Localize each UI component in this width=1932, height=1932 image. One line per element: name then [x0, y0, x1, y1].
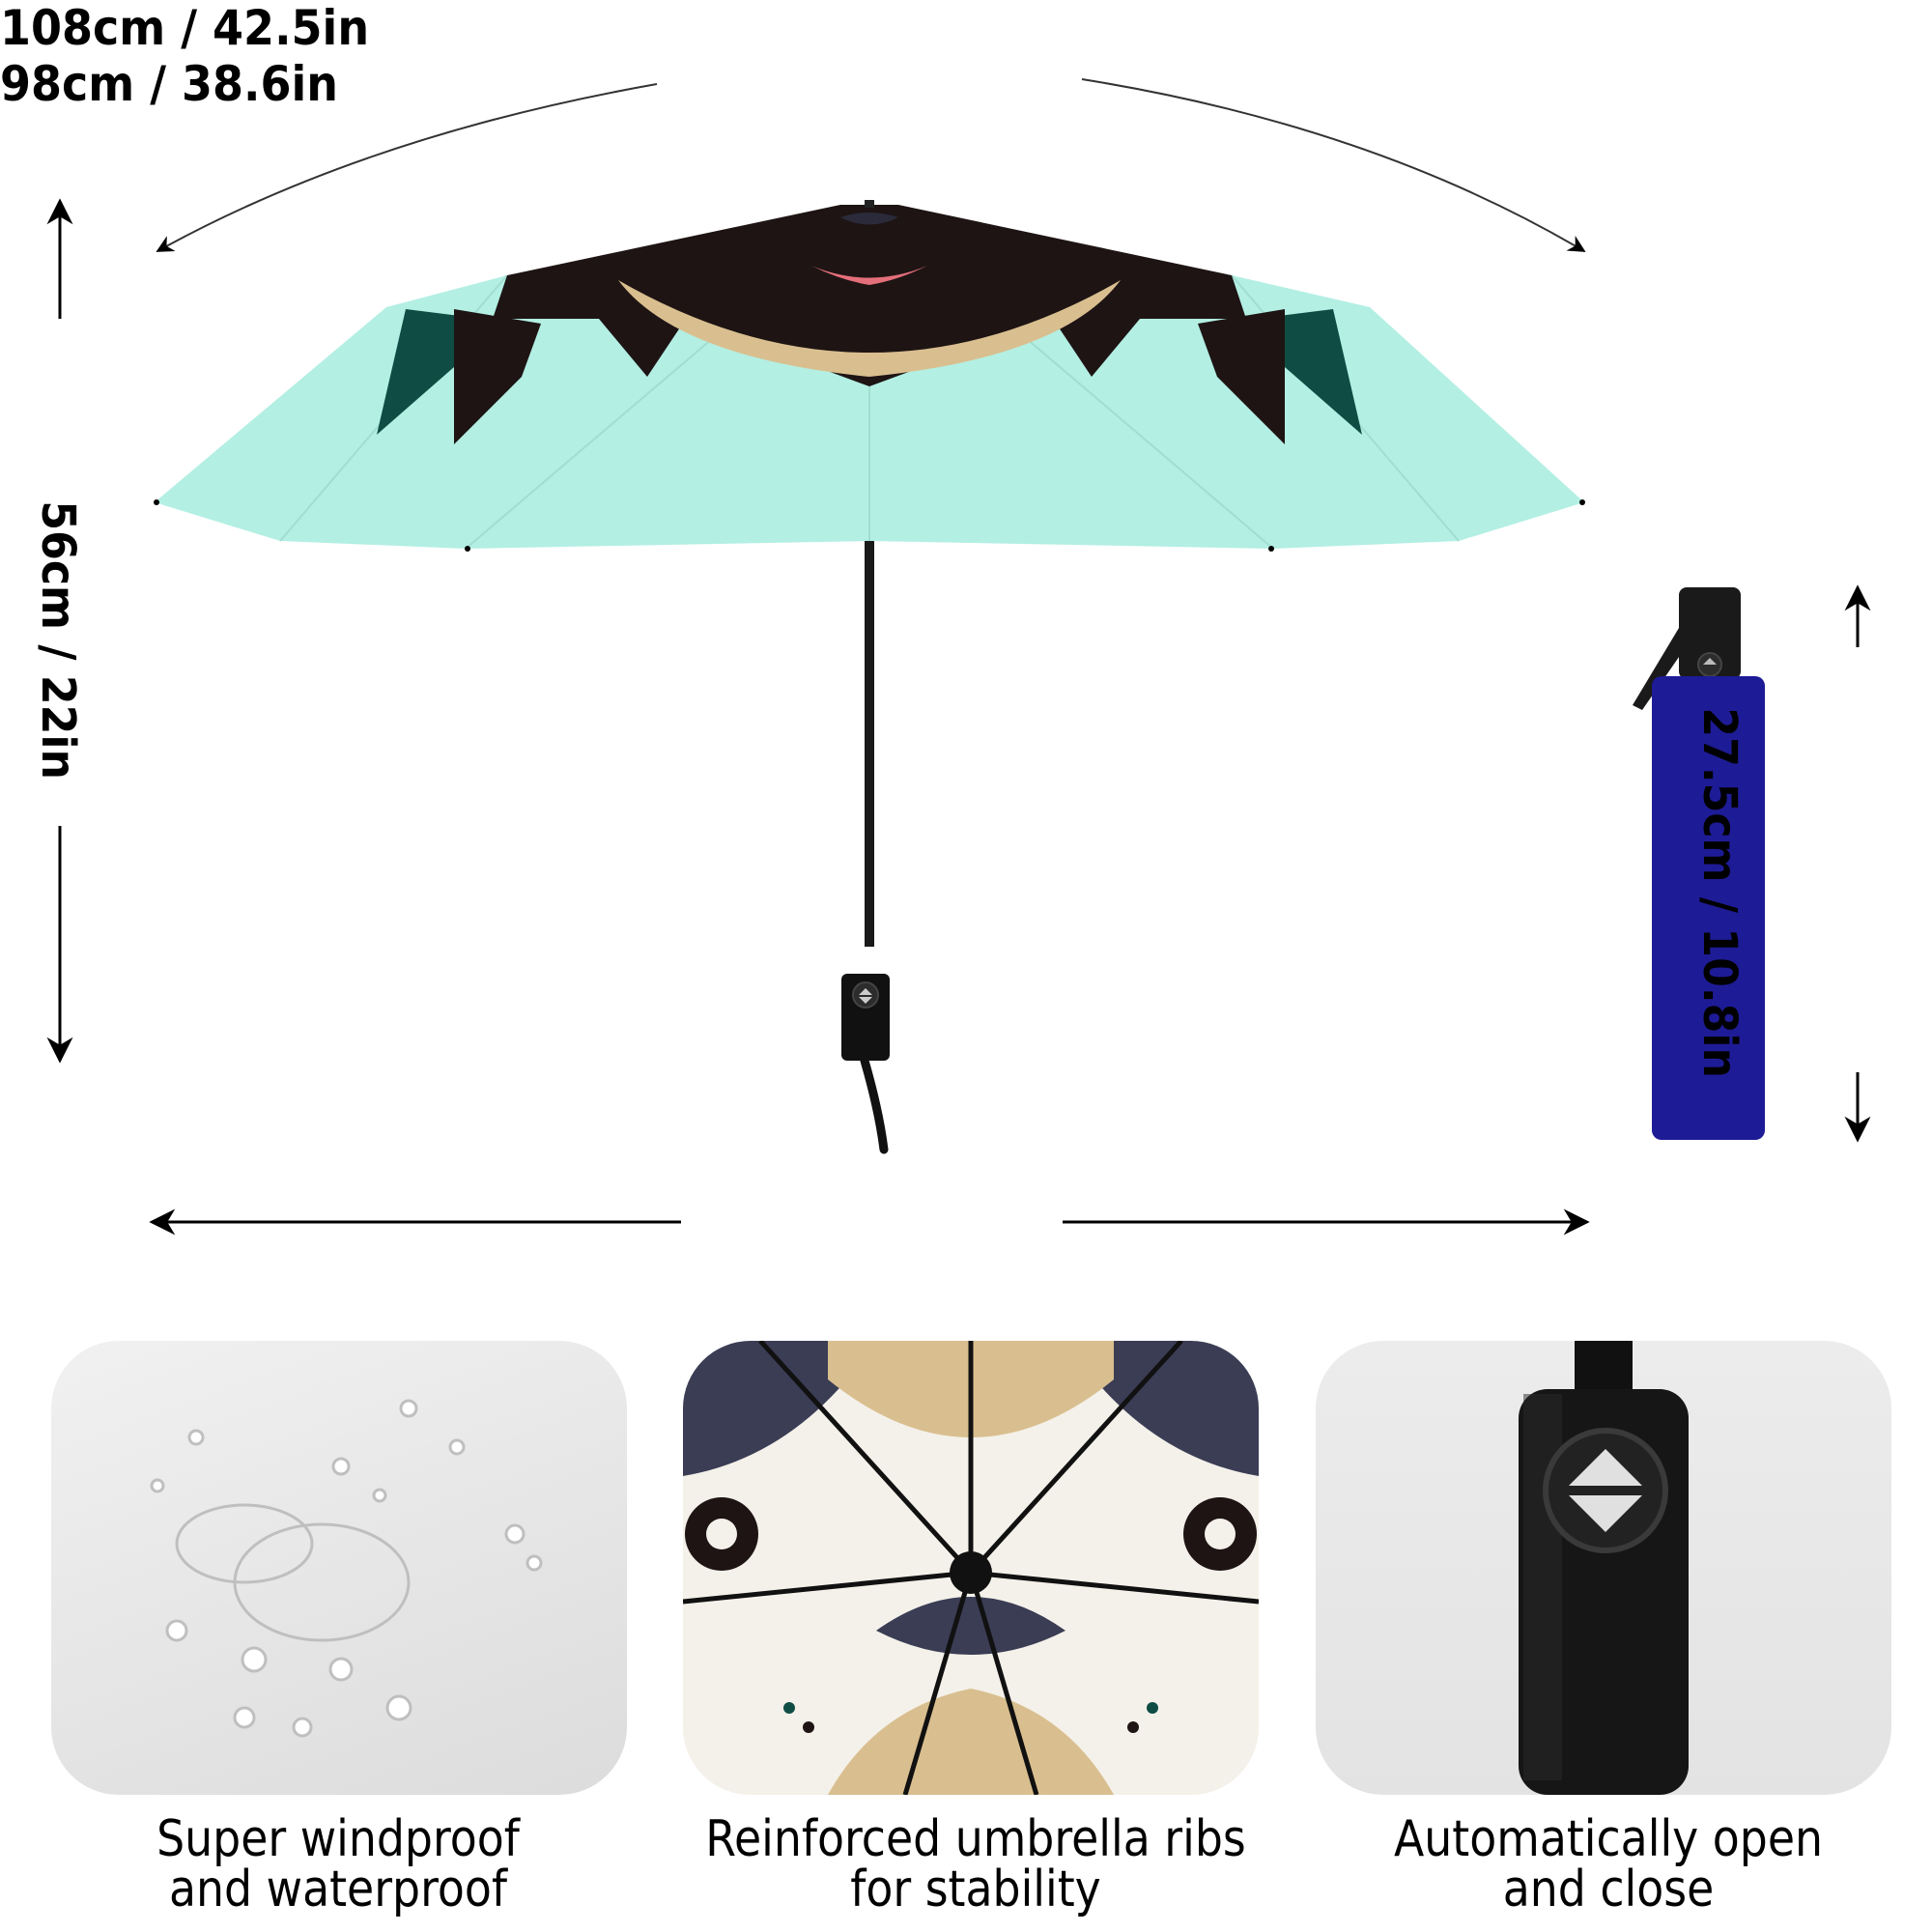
caption-line: and waterproof: [169, 1861, 507, 1918]
arc-arrow-right: [1081, 78, 1586, 252]
caption-line: and close: [1502, 1861, 1715, 1918]
feature-caption-waterproof: Super windproof and waterproof: [66, 1814, 610, 1915]
caption-line: Reinforced umbrella ribs: [705, 1810, 1246, 1868]
open-umbrella-canopy: [154, 200, 1585, 552]
umbrella-shaft-handle: [841, 541, 890, 1154]
arc-width-label: 108cm / 42.5in: [0, 0, 370, 56]
span-width-label: 98cm / 38.6in: [0, 56, 339, 112]
folded-umbrella: [1633, 587, 1765, 1140]
feature-card-ribs: [683, 1341, 1259, 1795]
feature-card-auto-open: [1316, 1341, 1891, 1795]
feature-card-waterproof: [51, 1341, 627, 1795]
arc-arrow-left: [156, 83, 658, 252]
caption-line: for stability: [850, 1861, 1101, 1918]
feature-caption-ribs: Reinforced umbrella ribs for stability: [703, 1814, 1247, 1915]
caption-line: Automatically open: [1394, 1810, 1823, 1868]
feature-caption-auto: Automatically open and close: [1336, 1814, 1880, 1915]
umbrella-ribs-icon: [683, 1341, 1259, 1795]
caption-line: Super windproof: [156, 1810, 520, 1868]
height-label: 56cm / 22in: [31, 500, 85, 780]
auto-button-handle-icon: [1519, 1341, 1689, 1795]
water-drops-icon: [150, 1399, 543, 1738]
folded-length-label: 27.5cm / 10.8in: [1692, 707, 1747, 1078]
